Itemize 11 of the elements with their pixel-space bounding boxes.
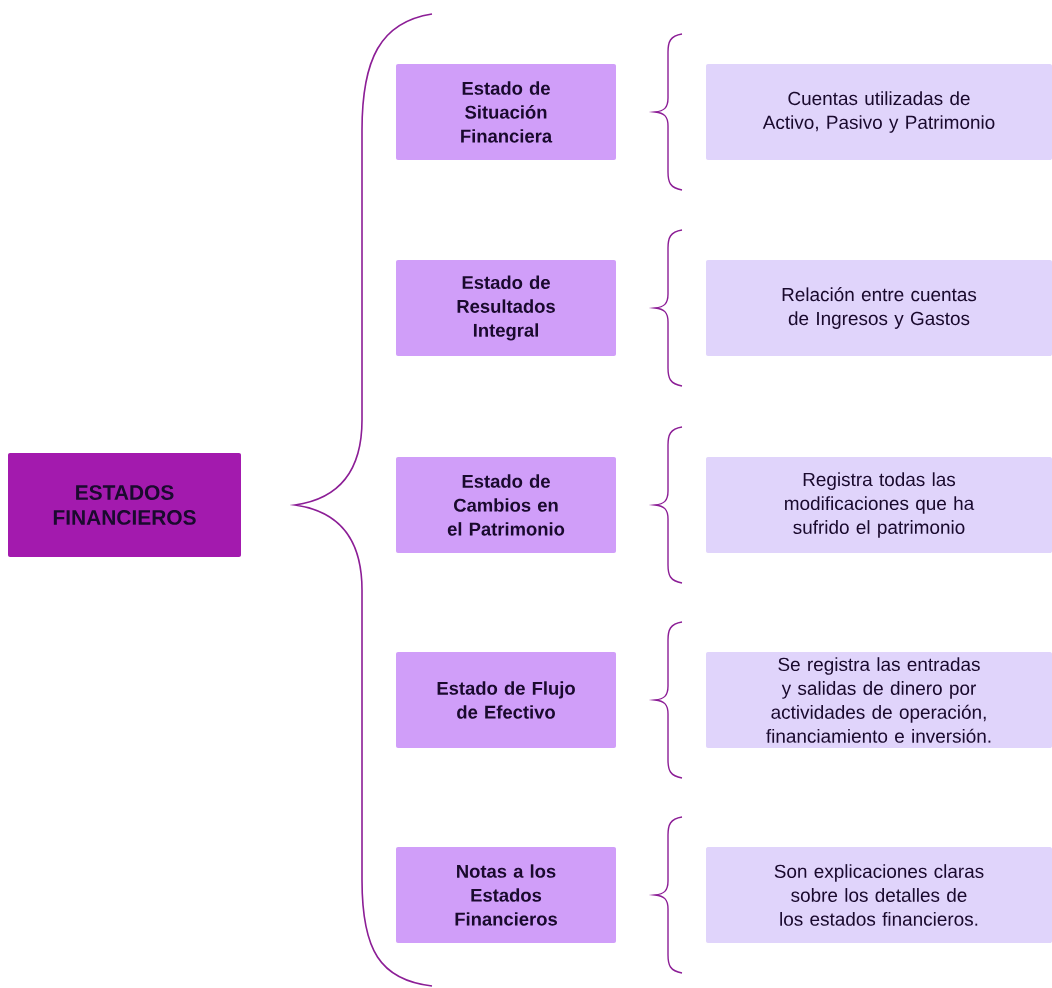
description-box: Son explicaciones claras sobre los detalles de los estados financieros. bbox=[706, 847, 1052, 943]
category-box: Notas a los Estados Financieros bbox=[396, 847, 616, 943]
description-box: Se registra las entradas y salidas de dinero por actividades de operación, financiamiento e inversión. bbox=[706, 652, 1052, 748]
category-box: Estado de Flujo de Efectivo bbox=[396, 652, 616, 748]
description-box: Registra todas las modificaciones que ha sufrido el patrimonio bbox=[706, 457, 1052, 553]
description-box: Relación entre cuentas de Ingresos y Gastos bbox=[706, 260, 1052, 356]
description-box: Cuentas utilizadas de Activo, Pasivo y Patrimonio bbox=[706, 64, 1052, 160]
category-box: Estado de Cambios en el Patrimonio bbox=[396, 457, 616, 553]
root-box: ESTADOS FINANCIEROS bbox=[8, 453, 241, 557]
category-box: Estado de Situación Financiera bbox=[396, 64, 616, 160]
category-box: Estado de Resultados Integral bbox=[396, 260, 616, 356]
